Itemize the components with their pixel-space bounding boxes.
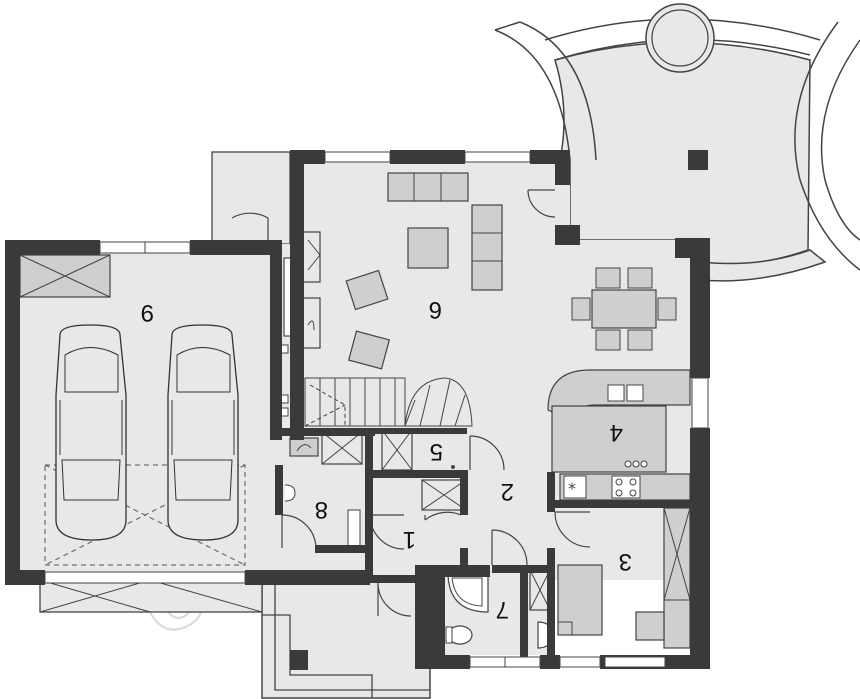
entrance-porch xyxy=(261,579,431,699)
sink xyxy=(607,384,625,402)
desk xyxy=(635,611,665,641)
svg-text:*: * xyxy=(568,479,576,498)
terrace-column xyxy=(688,150,708,170)
garage-door-swing xyxy=(44,464,246,566)
room-label-3: 3 xyxy=(619,548,632,575)
room-label-4: 4 xyxy=(610,419,623,446)
wardrobe-furniture xyxy=(381,429,455,471)
coffee-table xyxy=(407,227,449,269)
garage-side-entry xyxy=(211,151,291,245)
room-label-2: 2 xyxy=(501,478,514,505)
car-right xyxy=(167,324,239,541)
room-labels: 1 2 3 4 5 6 7 8 9 xyxy=(141,296,632,623)
armchair-sofa xyxy=(471,204,503,291)
room-label-5: 5 xyxy=(430,438,443,465)
bed xyxy=(557,564,603,636)
dining-set xyxy=(571,267,677,351)
sink-small xyxy=(284,484,296,502)
garage-apron xyxy=(39,579,263,613)
stairs xyxy=(304,377,473,427)
sofa xyxy=(387,172,469,202)
car-left xyxy=(55,324,127,541)
boiler xyxy=(289,437,319,457)
bathroom-fixtures xyxy=(445,569,553,649)
terrace xyxy=(494,3,860,282)
armchair xyxy=(347,330,391,370)
room-label-6: 6 xyxy=(429,296,442,323)
doors xyxy=(231,189,591,617)
cooktop xyxy=(611,475,641,499)
vestibule-furniture xyxy=(421,479,467,511)
garage xyxy=(19,254,246,566)
windows xyxy=(44,151,709,668)
dining-table xyxy=(591,289,657,329)
room-label-8: 8 xyxy=(315,496,328,523)
fridge xyxy=(563,475,587,499)
shower xyxy=(447,571,489,613)
porch-column xyxy=(290,650,308,670)
room-label-9: 9 xyxy=(141,299,154,326)
room-label-7: 7 xyxy=(496,596,509,623)
round-planter xyxy=(645,3,715,73)
room-3-furniture xyxy=(557,507,691,649)
fireplace xyxy=(301,231,321,283)
wardrobe-3 xyxy=(663,507,691,649)
room-label-1: 1 xyxy=(403,526,416,553)
kitchen-furniture: * xyxy=(547,369,691,501)
tv-cabinet xyxy=(301,297,321,349)
armchair xyxy=(345,269,389,311)
kitchen-island xyxy=(551,405,667,473)
